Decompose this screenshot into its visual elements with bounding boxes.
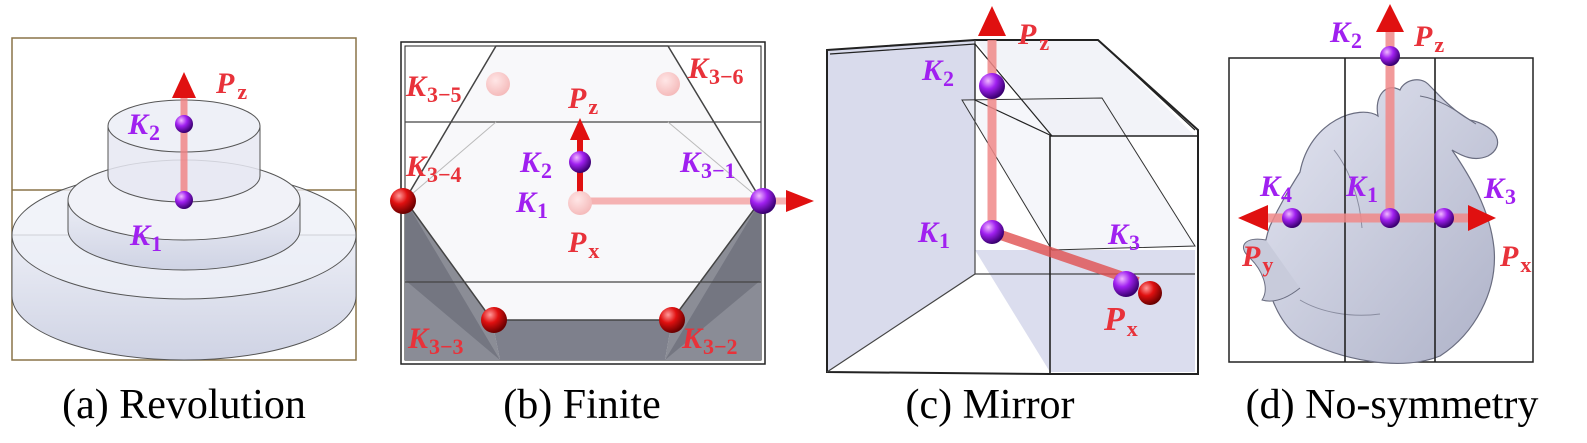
label-px: Px xyxy=(567,226,599,263)
label-k3-5: K3−5 xyxy=(405,70,462,107)
keypoint-k2 xyxy=(1380,46,1400,66)
label-k4: K4 xyxy=(1259,170,1292,207)
label-k1: K1 xyxy=(129,219,162,256)
mirror-plane xyxy=(961,97,1196,251)
label-px: Px xyxy=(1499,240,1531,277)
prism-face-bottom xyxy=(492,320,672,360)
px-arrow-head xyxy=(1468,205,1496,231)
panel-no-symmetry: K2 Pz K4 K1 K3 Py Px (d) No-symmetry xyxy=(1228,4,1539,428)
label-py: Py xyxy=(1241,240,1273,277)
keypoint-k3-6 xyxy=(656,72,680,96)
label-k3: K3 xyxy=(1107,218,1140,255)
keypoint-k3 xyxy=(1434,208,1454,228)
keypoint-k2 xyxy=(175,115,193,133)
box-left-face xyxy=(827,40,975,372)
py-arrow-head xyxy=(1238,205,1268,231)
prism-face-bottom-left xyxy=(405,200,500,360)
label-k1: K1 xyxy=(515,186,548,223)
label-pz: Pz xyxy=(567,82,598,119)
keypoint-k3-2 xyxy=(659,307,685,333)
keypoint-k1 xyxy=(1380,208,1400,228)
caption: (d) No-symmetry xyxy=(1246,382,1539,428)
keypoint-k2 xyxy=(569,151,591,173)
keypoint-k4 xyxy=(1282,208,1302,228)
keypoint-k3 xyxy=(1113,271,1139,297)
pz-arrow-head xyxy=(570,118,590,140)
label-k2: K2 xyxy=(127,108,160,145)
keypoint-k1 xyxy=(568,191,592,215)
label-k1: K1 xyxy=(917,216,950,253)
panel-finite: K3−5 K3−6 Pz K3−4 K2 K3−1 K1 Px K3−3 K3−… xyxy=(390,41,814,428)
keypoint-k1 xyxy=(175,191,193,209)
keypoint-k1 xyxy=(980,220,1004,244)
label-px: Px xyxy=(1103,301,1138,341)
box-top-face xyxy=(975,40,1195,136)
pz-arrow-head xyxy=(1376,4,1404,32)
label-k3-1: K3−1 xyxy=(679,146,736,183)
label-k1: K1 xyxy=(1345,170,1378,207)
label-k3-2: K3−2 xyxy=(681,322,738,359)
keypoint-k2 xyxy=(979,73,1005,99)
pz-arrow-head xyxy=(978,6,1006,36)
label-k3-6: K3−6 xyxy=(687,52,744,89)
caption: (b) Finite xyxy=(503,382,660,428)
box-bottom-face xyxy=(975,250,1195,372)
label-k2: K2 xyxy=(921,54,954,91)
label-pz: Pz xyxy=(1413,20,1444,57)
px-arrow-tip xyxy=(1138,281,1162,305)
keypoint-k3-4 xyxy=(390,188,416,214)
edge-line xyxy=(1049,135,1198,374)
label-k3: K3 xyxy=(1483,172,1516,209)
keypoint-k3-1 xyxy=(750,188,776,214)
prism-face-bottom-right xyxy=(665,200,761,360)
label-k3-3: K3−3 xyxy=(407,322,464,359)
pz-arrow-head xyxy=(172,72,196,98)
caption: (c) Mirror xyxy=(905,382,1074,428)
keypoint-k3-3 xyxy=(481,307,507,333)
edge-line xyxy=(404,121,497,201)
caption: (a) Revolution xyxy=(62,382,306,428)
label-k2: K2 xyxy=(519,146,552,183)
px-arrow-head xyxy=(786,190,814,212)
px-shaft xyxy=(990,227,1140,287)
edge-line xyxy=(1097,39,1196,131)
label-k3-4: K3−4 xyxy=(405,150,462,187)
edge-line xyxy=(667,121,762,201)
keypoint-k3-5 xyxy=(486,72,510,96)
label-k2: K2 xyxy=(1329,16,1362,53)
edge-line xyxy=(829,43,1053,137)
